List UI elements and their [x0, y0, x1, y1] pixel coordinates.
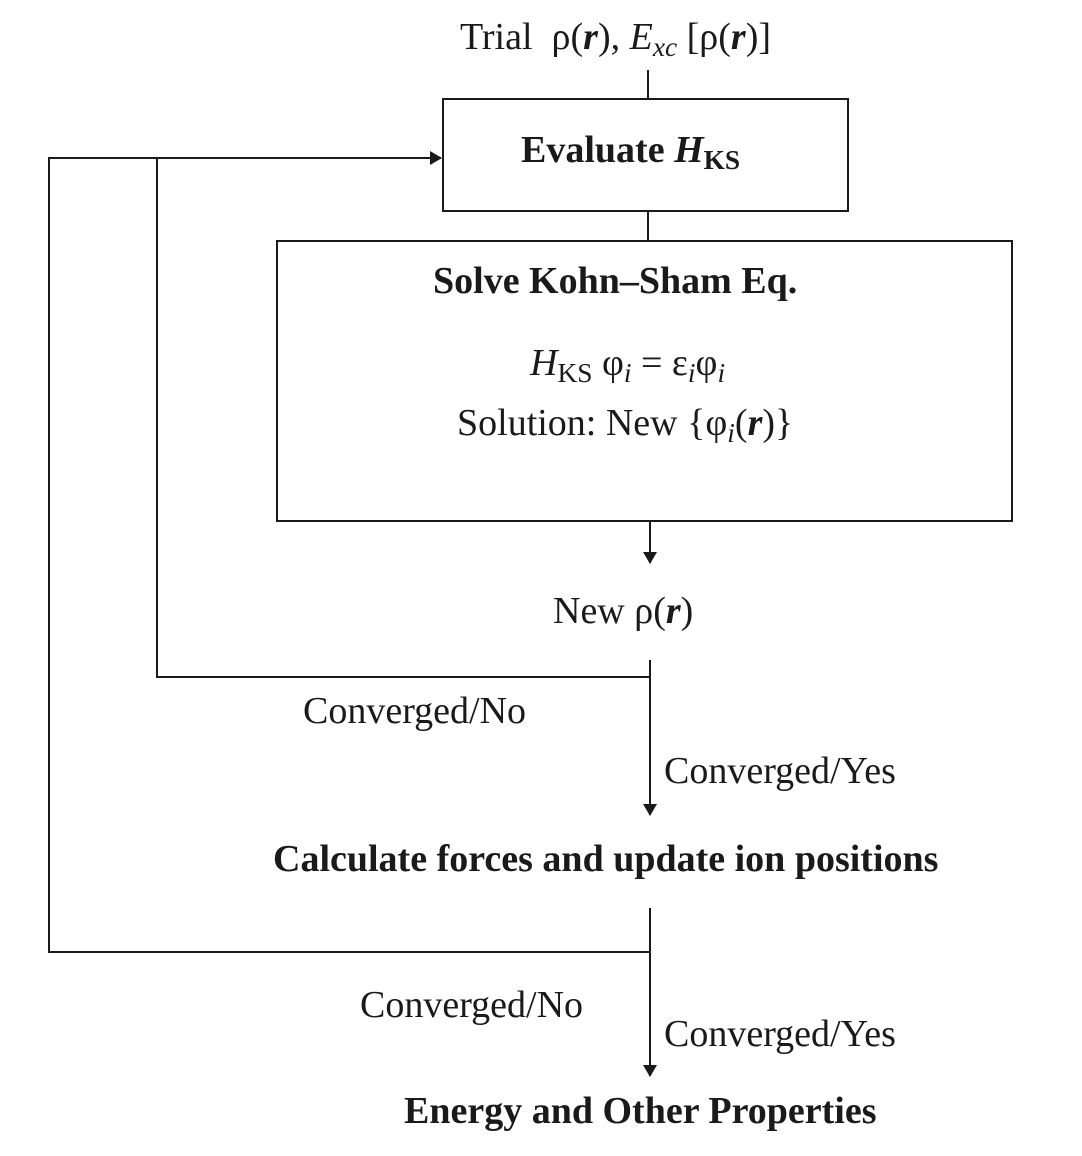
- final-step-label: Energy and Other Properties: [404, 1090, 877, 1132]
- solve-box: [276, 240, 1013, 522]
- eq-phi2-subscript: i: [717, 357, 726, 388]
- evaluate-h-subscript: KS: [703, 144, 741, 175]
- trial-exc-bracket-close: )]: [745, 16, 771, 58]
- solution-phi-subscript: i: [727, 417, 735, 448]
- eq-h-subscript: KS: [557, 357, 593, 388]
- solution-r-symbol: r: [747, 402, 763, 444]
- inner-converged-no-label: Converged/No: [303, 690, 527, 732]
- eq-phi-symbol: φ: [601, 342, 624, 384]
- evaluate-word: Evaluate: [521, 129, 665, 171]
- outer-converged-yes-label: Converged/Yes: [664, 1013, 896, 1055]
- trial-input-label: Trial ρ(r), Exc [ρ(r)]: [460, 18, 771, 61]
- trial-exc-subscript: xc: [652, 31, 678, 62]
- trial-open-paren: (: [570, 16, 584, 58]
- inner-converged-yes-label: Converged/Yes: [664, 750, 896, 792]
- trial-exc-bracket-open: [ρ(: [686, 16, 731, 58]
- solution-open-paren: (: [734, 402, 748, 444]
- trial-rho-symbol: ρ: [551, 16, 571, 58]
- evaluate-h-symbol: H: [674, 129, 704, 171]
- solution-prefix: Solution: New {φ: [457, 402, 728, 444]
- solution-close: )}: [762, 402, 794, 444]
- eq-phi-subscript: i: [623, 357, 632, 388]
- trial-r-symbol: r: [583, 16, 598, 58]
- solve-box-title: Solve Kohn–Sham Eq.: [433, 260, 798, 302]
- eq-equals: =: [640, 342, 663, 384]
- evaluate-box-label: Evaluate HKS: [521, 131, 740, 174]
- trial-exc-symbol: E: [629, 16, 653, 58]
- kohn-sham-equation: HKS φi = εiφi: [530, 344, 725, 387]
- outer-converged-no-label: Converged/No: [360, 984, 584, 1026]
- new-rho-prefix: New ρ(: [553, 590, 666, 632]
- edge-outer-loop: [48, 151, 650, 953]
- eq-epsilon-subscript: i: [687, 357, 696, 388]
- edge-inner-loop: [156, 158, 650, 678]
- evaluate-box: [442, 98, 849, 212]
- trial-close-comma: ),: [597, 16, 621, 58]
- trial-exc-r-symbol: r: [730, 16, 746, 58]
- new-rho-close: ): [680, 590, 694, 632]
- new-density-label: New ρ(r): [553, 592, 693, 630]
- solution-line: Solution: New {φi(r)}: [457, 404, 793, 447]
- new-rho-r-symbol: r: [665, 590, 681, 632]
- forces-step-label: Calculate forces and update ion position…: [273, 838, 939, 880]
- eq-epsilon-symbol: ε: [671, 342, 688, 384]
- eq-phi2-symbol: φ: [695, 342, 718, 384]
- trial-prefix: Trial: [460, 16, 533, 58]
- eq-h-symbol: H: [530, 342, 558, 384]
